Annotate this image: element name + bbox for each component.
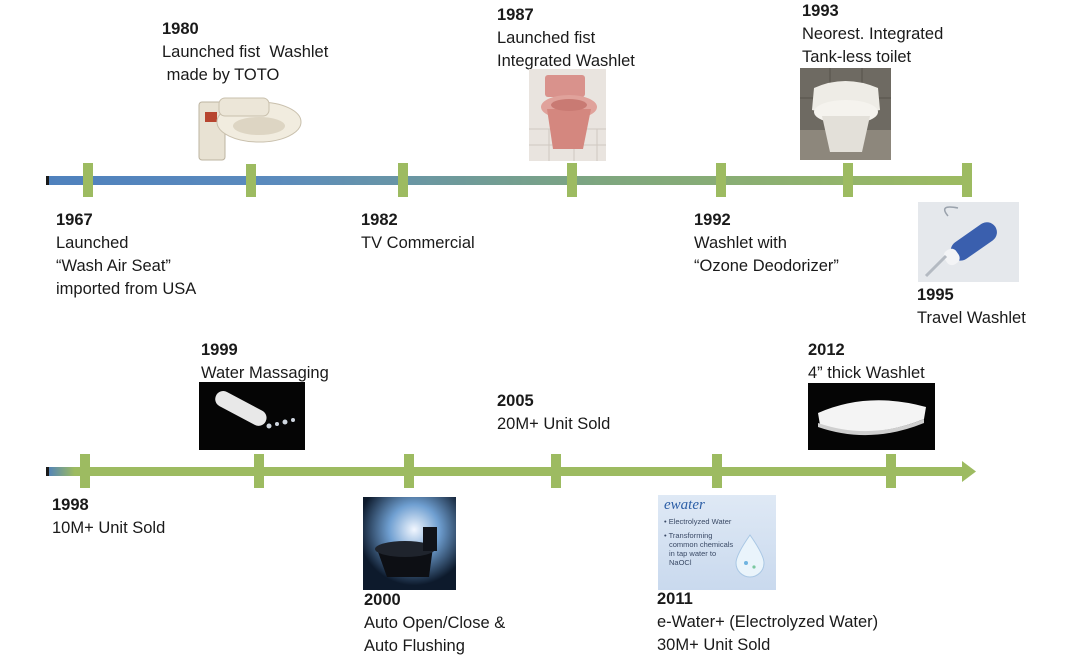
tick-2000 xyxy=(404,454,414,488)
event-text: TV Commercial xyxy=(361,234,475,252)
event-2011: 2011 e-Water+ (Electrolyzed Water) 30M+ … xyxy=(657,588,878,657)
timeline-bottom-ticks xyxy=(80,454,896,488)
ewater-bullet: • Transforming xyxy=(664,531,713,540)
event-1967: 1967 Launched “Wash Air Seat” imported f… xyxy=(56,209,196,301)
event-year: 1967 xyxy=(56,211,93,229)
event-year: 1987 xyxy=(497,6,534,24)
tick-1999 xyxy=(254,454,264,488)
event-text: Neorest. Integrated xyxy=(802,25,944,43)
tick-1993 xyxy=(843,163,853,197)
photo-1995-travel-washlet xyxy=(918,202,1019,282)
event-year: 1993 xyxy=(802,2,839,20)
tick-2012 xyxy=(886,454,896,488)
event-year: 1982 xyxy=(361,211,398,229)
event-year: 2012 xyxy=(808,341,845,359)
event-year: 1992 xyxy=(694,211,731,229)
event-text: Auto Open/Close & xyxy=(364,614,506,632)
event-year: 2011 xyxy=(657,590,693,608)
event-year: 1995 xyxy=(917,286,954,304)
event-text: Washlet with xyxy=(694,234,787,252)
event-text: Water Massaging xyxy=(201,364,329,382)
timeline-bottom-line xyxy=(47,467,963,476)
card-2011-ewater: ewater • Electrolyzed Water • Transformi… xyxy=(658,495,776,590)
event-text: Launched fist Washlet xyxy=(162,43,329,61)
event-2005: 2005 20M+ Unit Sold xyxy=(497,390,610,436)
tick-1987 xyxy=(567,163,577,197)
event-1992: 1992 Washlet with “Ozone Deodorizer” xyxy=(694,209,839,278)
timeline-bottom-start-cap xyxy=(46,467,49,476)
photo-1993-neorest xyxy=(800,68,891,160)
event-text: Launched xyxy=(56,234,129,252)
timeline-top-line xyxy=(47,176,970,185)
photo-2012-thin-washlet xyxy=(808,383,935,450)
event-text: 30M+ Unit Sold xyxy=(657,636,771,654)
event-text: “Wash Air Seat” xyxy=(56,257,171,275)
event-1995: 1995 Travel Washlet xyxy=(917,284,1026,330)
tick-2005 xyxy=(551,454,561,488)
timeline-top-start-cap xyxy=(46,176,49,185)
event-text: imported from USA xyxy=(56,280,197,298)
event-year: 1998 xyxy=(52,496,89,514)
event-1993: 1993 Neorest. Integrated Tank-less toile… xyxy=(802,0,943,69)
tick-1967 xyxy=(83,163,93,197)
timeline-bottom-arrowhead xyxy=(962,461,976,482)
event-2012: 2012 4” thick Washlet xyxy=(808,339,925,385)
event-1998: 1998 10M+ Unit Sold xyxy=(52,494,165,540)
tick-2011 xyxy=(712,454,722,488)
event-year: 2000 xyxy=(364,591,401,609)
photo-1980-washlet xyxy=(191,86,304,164)
event-text: Tank-less toilet xyxy=(802,48,912,66)
tick-1982 xyxy=(398,163,408,197)
event-year: 2005 xyxy=(497,392,534,410)
event-text: Integrated Washlet xyxy=(497,52,635,70)
event-text: 20M+ Unit Sold xyxy=(497,415,611,433)
ewater-bullet-cont: NaOCl xyxy=(669,558,692,567)
photo-1987-integrated-washlet xyxy=(529,69,606,161)
event-text: e-Water+ (Electrolyzed Water) xyxy=(657,613,879,631)
event-1980: 1980 Launched fist Washlet made by TOTO xyxy=(162,18,328,87)
event-text: 10M+ Unit Sold xyxy=(52,519,166,537)
event-year: 1980 xyxy=(162,20,199,38)
ewater-bullet-cont: in tap water to xyxy=(669,549,717,558)
event-1982: 1982 TV Commercial xyxy=(361,209,475,255)
tick-1980 xyxy=(246,163,256,197)
tick-1992 xyxy=(716,163,726,197)
photo-2000-auto-open-close xyxy=(363,497,456,590)
event-1987: 1987 Launched fist Integrated Washlet xyxy=(497,4,635,73)
event-1999: 1999 Water Massaging xyxy=(201,339,329,385)
event-text: Travel Washlet xyxy=(917,309,1026,327)
ewater-bullet: • Electrolyzed Water xyxy=(664,517,732,526)
event-text: Launched fist xyxy=(497,29,596,47)
event-text: 4” thick Washlet xyxy=(808,364,925,382)
tick-1995 xyxy=(962,163,972,197)
event-2000: 2000 Auto Open/Close & Auto Flushing xyxy=(364,589,505,658)
event-text: Auto Flushing xyxy=(364,637,465,655)
timeline-top-ticks xyxy=(83,163,972,197)
event-text: made by TOTO xyxy=(162,66,280,84)
water-drop-icon xyxy=(735,534,765,578)
ewater-brand: ewater xyxy=(664,497,705,513)
tick-1998 xyxy=(80,454,90,488)
event-text: “Ozone Deodorizer” xyxy=(694,257,839,275)
photo-1999-water-massaging xyxy=(199,382,305,450)
ewater-bullet-cont: common chemicals xyxy=(669,540,734,549)
event-year: 1999 xyxy=(201,341,238,359)
